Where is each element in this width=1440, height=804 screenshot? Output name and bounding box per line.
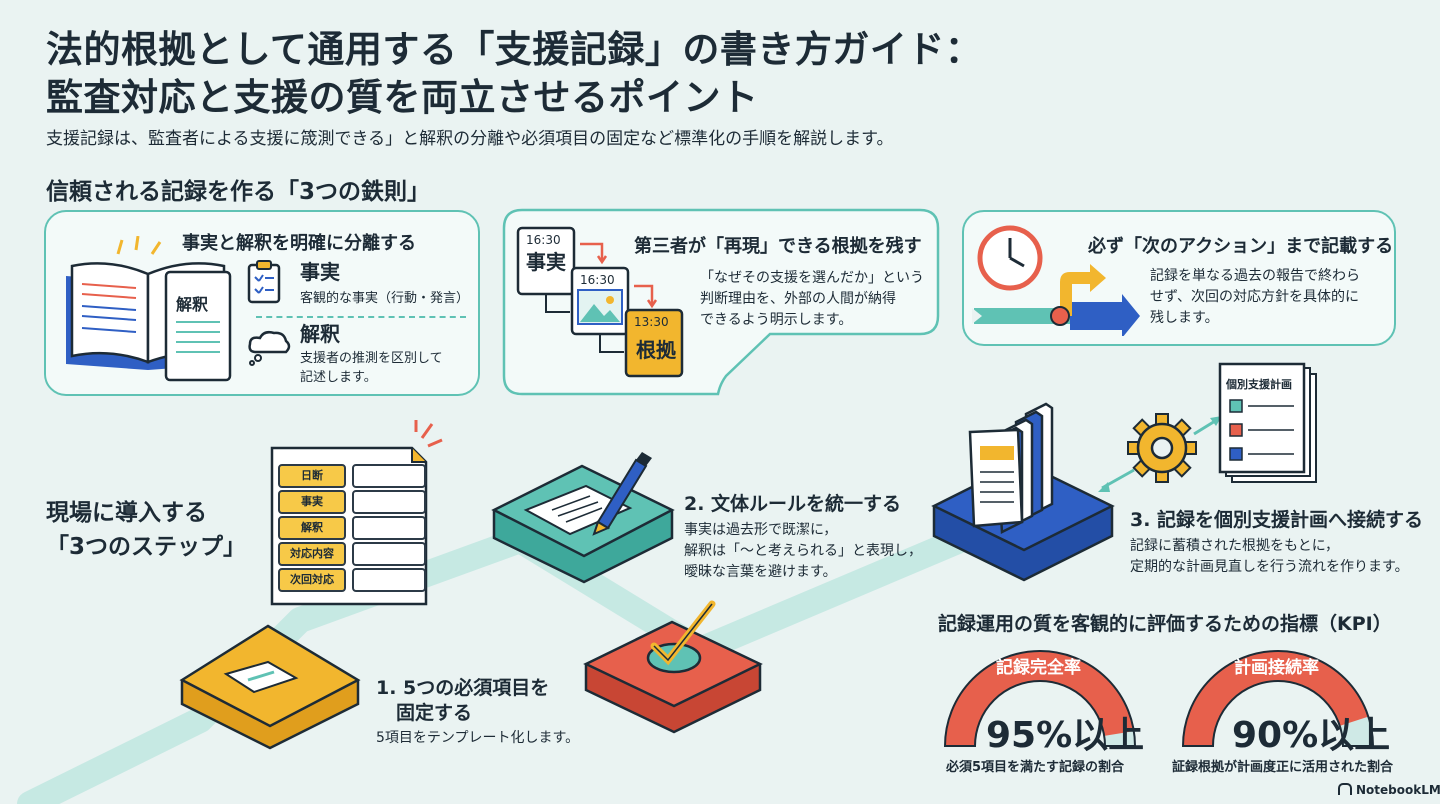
rules-heading: 信頼される記録を作る「3つの鉄則」 (46, 179, 431, 205)
kpi-1-caption: 必須5項目を満たす記録の割合 (946, 760, 1125, 775)
form-field-line-3 (352, 516, 426, 540)
plan-doc-title: 個別支援計画 (1226, 378, 1292, 391)
step3-desc-1: 記録に蓄積された根拠をもとに， (1130, 538, 1340, 554)
step2-platform (491, 452, 675, 584)
divider (256, 316, 466, 318)
brand-badge: NotebookLM (1338, 783, 1440, 797)
rule2-desc-3: できるよう明示します。 (700, 312, 853, 328)
document-chain-icon (516, 226, 684, 378)
form-field-label-3: 解釈 (278, 516, 346, 540)
step2-desc-3: 曖昧な言葉を避けます。 (684, 564, 837, 580)
rule-card-2 (502, 208, 940, 396)
gauge-outline-2 (1181, 650, 1375, 747)
rule2-desc-2: 判断理由を、外部の人間が納得 (700, 291, 896, 307)
gear-icon (1098, 413, 1222, 492)
form-field-line-4 (352, 542, 426, 566)
steps-heading-1: 現場に導入する (46, 500, 207, 526)
kpi-2-value: 90%以上 (1232, 715, 1391, 756)
kpi-heading: 記録運用の質を客観的に評価するための指標（KPI） (938, 613, 1392, 635)
rule3-desc-1: 記録を単なる過去の報告で終わら (1150, 268, 1360, 284)
interpretation-desc-1: 支援者の推測を区別して (300, 351, 443, 366)
kpi-2-label: 計画接続率 (1234, 658, 1319, 678)
step1-desc: 5項目をテンプレート化します。 (376, 730, 580, 746)
step2-title: 2. 文体ルールを統一する (684, 493, 902, 515)
form-field-line-5 (352, 568, 426, 592)
check-platform (583, 600, 763, 734)
step3-title: 3. 記録を個別支援計画へ接続する (1130, 509, 1424, 531)
gauge-outline-1 (943, 650, 1137, 747)
brand-name: NotebookLM (1356, 783, 1440, 797)
rule3-title: 必ず「次のアクション」まで記載する (1088, 236, 1394, 257)
gauge-fill-2 (1183, 651, 1369, 747)
kpi-2-caption: 証録根拠が計画度正に活用された割合 (1172, 760, 1394, 775)
notebook-icon (1338, 783, 1352, 795)
title-line-1: 法的根拠として通用する「支援記録」の書き方ガイド： (46, 28, 983, 71)
form-field-line-2 (352, 490, 426, 514)
page-subtitle: 支援記録は、監査者による支援に筬測できる」と解釈の分離や必須項目の固定など標準化… (46, 129, 894, 149)
step1-title-1: 1. 5つの必須項目を (376, 677, 550, 699)
kpi-1-value: 95%以上 (986, 715, 1145, 756)
step1-title-2: 固定する (396, 702, 473, 724)
page-title: 法的根拠として通用する「支援記録」の書き方ガイド： 監査対応と支援の質を両立させ… (46, 26, 982, 122)
form-field-line-1 (352, 464, 426, 488)
interpretation-desc-2: 記述します。 (300, 370, 377, 385)
fact-desc: 客観的な事実（行動・発言） (300, 291, 470, 306)
rule2-desc-1: 「なぜその支援を選んだか」という (700, 270, 924, 286)
kpi-gauge-1 (943, 650, 1137, 747)
book-interpretation-label: 解釈 (176, 295, 209, 314)
clock-timeline-icon (972, 225, 1140, 336)
form-field-label-1: 日断 (278, 464, 346, 488)
template-form-fields: 日断 事実 解釈 対応内容 次回対応 (278, 464, 438, 594)
open-book-icon (66, 236, 232, 382)
doc3-evidence-label: 根拠 (636, 338, 676, 362)
doc1-fact-label: 事実 (526, 250, 566, 274)
rule2-title: 第三者が「再現」できる根拠を残す (634, 236, 922, 257)
rule3-desc-3: 残します。 (1150, 310, 1219, 326)
steps-heading: 現場に導入する 「3つのステップ」 (46, 496, 246, 564)
step1-title: 1. 5つの必須項目を 固定する (376, 676, 549, 726)
rule1-title: 事実と解釈を明確に分離する (182, 233, 416, 254)
rule3-desc-2: せず、次回の対応方針を具体的に (1150, 289, 1360, 305)
interpretation-title: 解釈 (300, 322, 340, 346)
doc3-time: 13:30 (634, 315, 669, 329)
kpi-1-label: 記録完全率 (996, 658, 1081, 678)
step3-desc-2: 定期的な計画見直しを行う流れを作ります。 (1130, 559, 1409, 575)
title-line-2: 監査対応と支援の質を両立させるポイント (46, 76, 759, 119)
step1-platform (179, 624, 361, 750)
steps-heading-2: 「3つのステップ」 (46, 534, 247, 560)
step2-desc-1: 事実は過去形で既潔に， (684, 522, 838, 538)
thought-cloud-icon (248, 330, 291, 366)
support-plan-document (1218, 362, 1317, 483)
form-field-label-5: 次回対応 (278, 568, 346, 592)
step2-desc-2: 解釈は「〜と考えられる」と表現し， (684, 543, 922, 559)
doc2-time: 16:30 (580, 273, 615, 287)
form-field-label-4: 対応内容 (278, 542, 346, 566)
form-field-label-2: 事実 (278, 490, 346, 514)
step3-platform (931, 402, 1115, 582)
clipboard-icon (247, 260, 281, 304)
gauge-fill-1 (945, 651, 1134, 747)
kpi-gauge-2 (1181, 650, 1375, 747)
fact-title: 事実 (300, 260, 340, 284)
doc1-time: 16:30 (526, 233, 561, 247)
